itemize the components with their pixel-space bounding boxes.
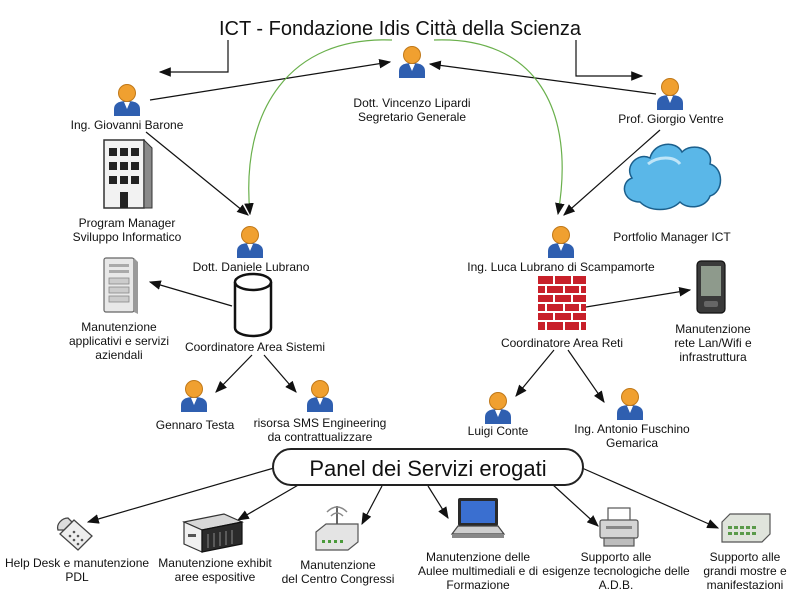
coord-reti-label: Coordinatore Area Reti [500,336,624,350]
fuschino-line1: Ing. Antonio Fuschino [574,422,690,436]
sistemi-to-testa-arrow [215,354,253,393]
person-icon [657,78,683,110]
service-congressi-line2: del Centro Congressi [281,572,395,586]
reti-to-fuschino-arrow [567,349,605,403]
ventre-to-lipardi-arrow [428,60,657,95]
exhibit-device-icon [182,513,244,553]
luca-name: Ing. Luca Lubrano di Scampamorte [467,260,655,274]
service-helpdesk-label: Help Desk e manutenzione PDL [5,556,149,584]
barone-name: Ing. Giovanni Barone [70,118,184,132]
network-switch-icon [721,513,771,543]
conte-name: Luigi Conte [467,424,529,438]
page-title: ICT - Fondazione Idis Città della Scienz… [218,18,582,40]
program-manager-line1: Program Manager [78,216,176,230]
service-aulee-line2: Aulee multimediali e di [417,564,539,578]
lipardi-to-daniele-curve [244,39,393,216]
sms-line1: risorsa SMS Engineering [253,416,387,430]
panel-to-exhibit-arrow [236,483,301,521]
phone-icon [56,517,93,551]
sistemi-to-applicativi-arrow [148,280,233,307]
testa-name: Gennaro Testa [155,418,235,432]
fuschino-label: Ing. Antonio Fuschino Gemarica [574,422,689,450]
reti-to-conte-arrow [515,349,555,397]
ventre-to-luca-arrow [563,129,661,216]
service-aulee-line3: Formazione [446,578,510,592]
manut-applicativi-line1: Manutenzione [81,320,157,334]
building-icon [103,138,153,209]
panel-to-printer-arrow [551,483,599,527]
service-mostre-line1: Supporto alle [709,550,781,564]
program-manager-line2: Sviluppo Informatico [72,230,182,244]
manut-rete-line1: Manutenzione [675,322,751,336]
ventre-name: Prof. Giorgio Ventre [618,112,724,126]
title-right-arrow [575,40,644,81]
barone-to-lipardi-arrow [149,58,392,101]
service-exhibit-line1: Manutenzione exhibit [158,556,272,570]
service-mostre-line2: grandi mostre e [703,564,787,578]
coord-sistemi-label: Coordinatore Area Sistemi [184,340,326,354]
service-congressi-label: Manutenzione del Centro Congressi [282,558,395,586]
lipardi-label: Dott. Vincenzo Lipardi Segretario Genera… [353,96,470,124]
service-adb-line2: esigenze tecnologiche delle [542,564,690,578]
pda-icon [696,260,726,314]
person-icon [485,392,511,424]
sistemi-to-sms-arrow [263,354,297,393]
program-manager-label: Program Manager Sviluppo Informatico [73,216,182,244]
sms-label: risorsa SMS Engineering da contrattualiz… [254,416,387,444]
manut-rete-label: Manutenzione rete Lan/Wifi e infrastrutt… [674,322,751,364]
panel-to-laptop-arrow [427,485,449,520]
panel-to-router-arrow [361,485,383,526]
manut-rete-line3: infrastruttura [679,350,747,364]
firewall-icon [538,276,586,330]
service-mostre-line3: manifestazioni [706,578,784,592]
service-exhibit-label: Manutenzione exhibit aree espositive [158,556,271,584]
reti-to-rete-arrow [585,287,692,308]
database-icon [233,272,273,338]
lipardi-role: Segretario Generale [357,110,467,124]
service-exhibit-line2: aree espositive [174,570,256,584]
person-icon [548,226,574,258]
lipardi-to-luca-curve [433,39,565,216]
service-helpdesk-line2: PDL [65,570,89,584]
service-aulee-line1: Manutenzione delle [425,550,531,564]
person-icon [399,46,425,78]
person-icon [237,226,263,258]
service-adb-line1: Supporto alle [580,550,652,564]
manut-rete-line2: rete Lan/Wifi e [674,336,752,350]
services-panel: Panel dei Servizi erogati [272,448,584,486]
service-congressi-line1: Manutenzione [300,558,376,572]
service-helpdesk-line1: Help Desk e manutenzione [4,556,150,570]
person-icon [181,380,207,412]
panel-to-switch-arrow [581,467,720,529]
lipardi-name: Dott. Vincenzo Lipardi [353,96,471,110]
manut-applicativi-line2: applicativi e servizi [68,334,170,348]
title-left-arrow [158,40,229,77]
daniele-name: Dott. Daniele Lubrano [192,260,310,274]
service-adb-line3: A.D.B. [598,578,634,592]
barone-to-daniele-arrow [145,131,249,216]
person-icon [307,380,333,412]
manut-applicativi-label: Manutenzione applicativi e servizi azien… [69,320,169,362]
service-mostre-label: Supporto alle grandi mostre e manifestaz… [703,550,786,592]
person-icon [617,388,643,420]
service-adb-label: Supporto alle esigenze tecnologiche dell… [542,550,689,592]
printer-icon [599,507,639,547]
panel-to-phone-arrow [86,467,275,524]
sms-line2: da contrattualizzare [267,430,373,444]
router-icon [315,506,359,551]
cloud-icon [623,143,722,211]
laptop-icon [450,498,506,538]
service-aulee-label: Manutenzione delle Aulee multimediali e … [418,550,538,592]
server-icon [103,257,138,314]
portfolio-manager-label: Portfolio Manager ICT [613,230,731,244]
manut-applicativi-line3: aziendali [95,348,143,362]
person-icon [114,84,140,116]
fuschino-line2: Gemarica [605,436,659,450]
